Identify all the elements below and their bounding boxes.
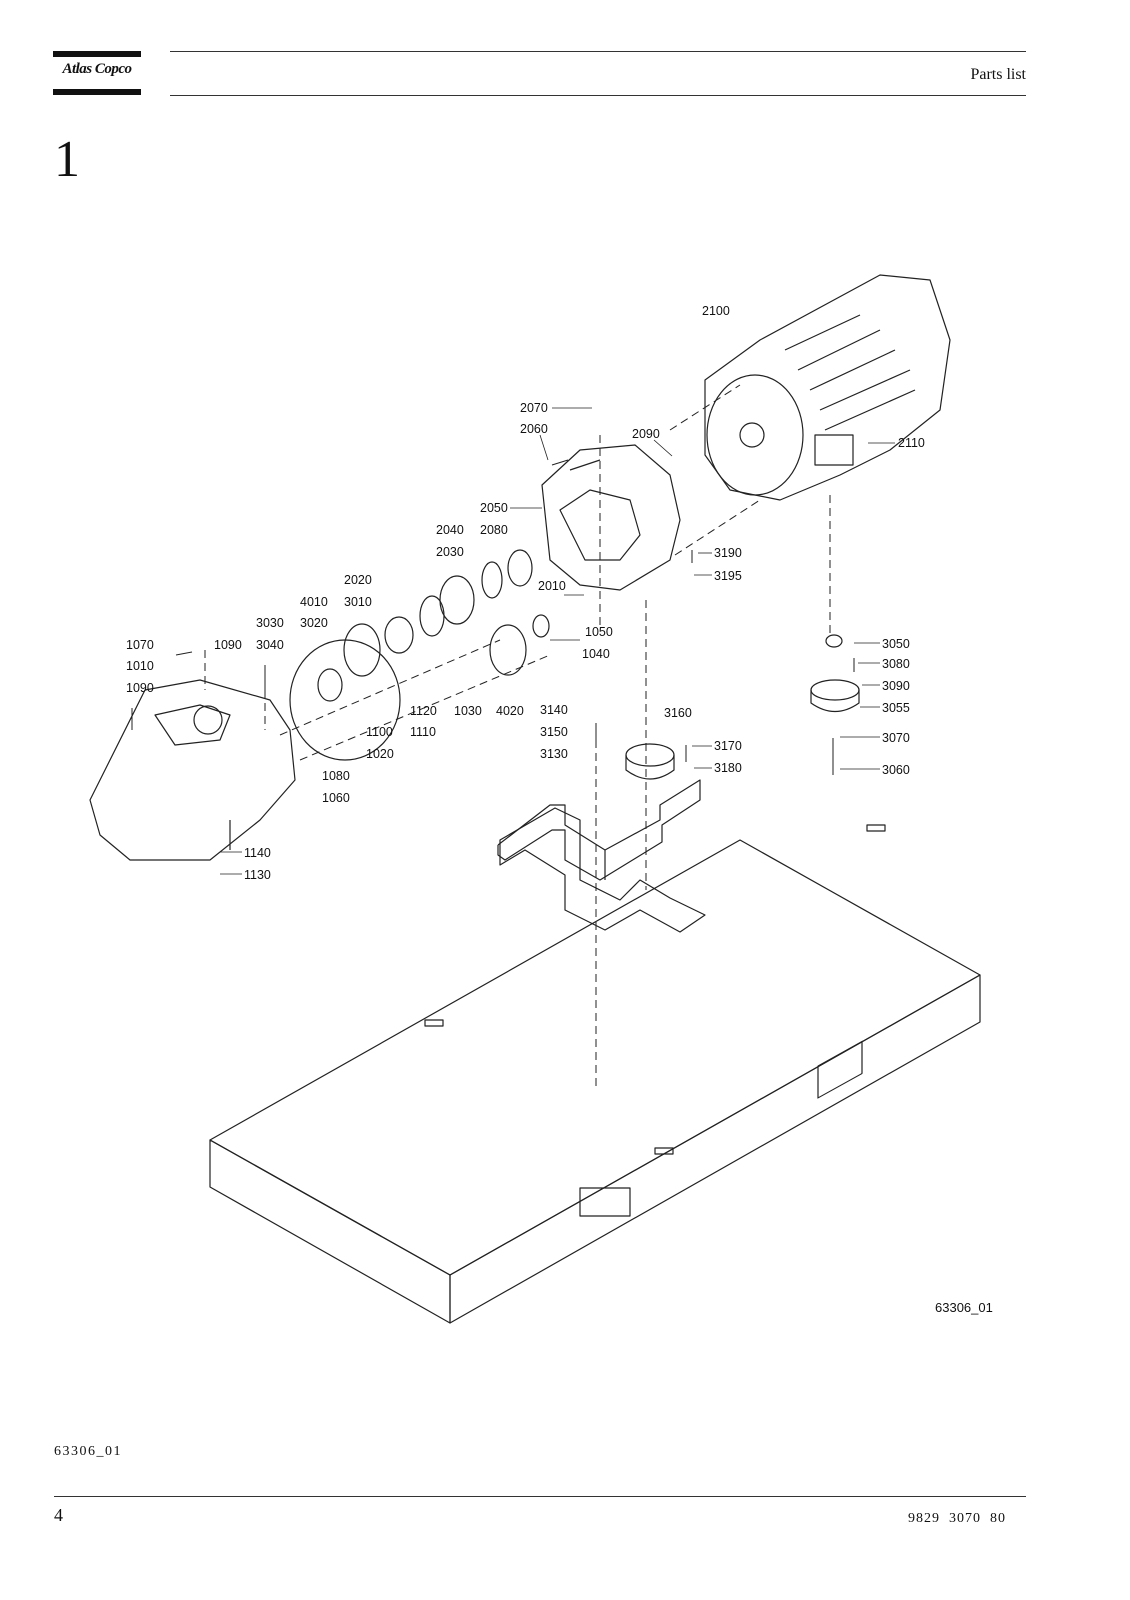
header-rule-bottom bbox=[170, 95, 1026, 96]
logo-text: Atlas Copco bbox=[62, 61, 132, 77]
callout-3050: 3050 bbox=[882, 637, 910, 651]
callout-1020: 1020 bbox=[366, 747, 394, 761]
callout-3020: 3020 bbox=[300, 616, 328, 630]
callout-2100: 2100 bbox=[702, 304, 730, 318]
callout-3170: 3170 bbox=[714, 739, 742, 753]
callout-3140: 3140 bbox=[540, 703, 568, 717]
callout-2030: 2030 bbox=[436, 545, 464, 559]
support-bracket-3130 bbox=[499, 807, 706, 933]
callout-3040: 3040 bbox=[256, 638, 284, 652]
gear-housing-2050 bbox=[541, 444, 681, 591]
bolts bbox=[131, 459, 855, 775]
atlas-copco-logo: Atlas Copco bbox=[53, 51, 141, 95]
callout-2020: 2020 bbox=[344, 573, 372, 587]
footer-rule bbox=[54, 1496, 1026, 1497]
motor-bracket bbox=[497, 779, 701, 881]
callout-2060: 2060 bbox=[520, 422, 548, 436]
callout-1090-left: 1090 bbox=[126, 681, 154, 695]
assembly-lines bbox=[204, 384, 831, 1090]
callout-3130: 3130 bbox=[540, 747, 568, 761]
callout-3010: 3010 bbox=[344, 595, 372, 609]
callout-2050: 2050 bbox=[480, 501, 508, 515]
callout-2010: 2010 bbox=[538, 579, 566, 593]
screw-element bbox=[89, 679, 296, 861]
header-title: Parts list bbox=[970, 66, 1026, 83]
base-frame bbox=[209, 824, 981, 1324]
callout-1120: 1120 bbox=[410, 704, 437, 718]
callout-1100: 1100 bbox=[366, 725, 393, 739]
callout-1010: 1010 bbox=[126, 659, 154, 673]
page-number: 4 bbox=[54, 1505, 63, 1525]
vibration-damper-3055 bbox=[810, 634, 860, 713]
callout-1080: 1080 bbox=[322, 769, 350, 783]
callout-1070: 1070 bbox=[126, 638, 154, 652]
callout-3090: 3090 bbox=[882, 679, 910, 693]
callout-3080: 3080 bbox=[882, 657, 910, 671]
logo-bar-bottom bbox=[53, 89, 141, 95]
callout-2110: 2110 bbox=[898, 436, 925, 450]
vibration-damper-3160 bbox=[625, 743, 675, 780]
callout-3195: 3195 bbox=[714, 569, 742, 583]
figure-code: 63306_01 bbox=[935, 1300, 993, 1315]
callout-1060: 1060 bbox=[322, 791, 350, 805]
section-number: 1 bbox=[54, 131, 80, 188]
callout-1110: 1110 bbox=[410, 725, 436, 739]
callout-2040: 2040 bbox=[436, 523, 464, 537]
callout-3070: 3070 bbox=[882, 731, 910, 745]
header-rule-top bbox=[170, 51, 1026, 52]
callout-3150: 3150 bbox=[540, 725, 568, 739]
callout-1130: 1130 bbox=[244, 868, 271, 882]
callout-2080: 2080 bbox=[480, 523, 508, 537]
callout-1140: 1140 bbox=[244, 846, 271, 860]
callout-1040: 1040 bbox=[582, 647, 610, 661]
callout-4020: 4020 bbox=[496, 704, 524, 718]
figure-caption: 63306_01 bbox=[54, 1444, 122, 1459]
gears-bearings bbox=[289, 549, 550, 761]
callout-1030: 1030 bbox=[454, 704, 482, 718]
callout-4010: 4010 bbox=[300, 595, 328, 609]
callout-2090: 2090 bbox=[632, 427, 660, 441]
callout-3055: 3055 bbox=[882, 701, 910, 715]
electric-motor-2100 bbox=[704, 274, 951, 501]
callout-1050: 1050 bbox=[585, 625, 613, 639]
exploded-parts-diagram: 2100 2110 2070 2060 2090 2050 2040 2080 … bbox=[89, 274, 993, 1324]
callout-3030: 3030 bbox=[256, 616, 284, 630]
callout-1090-top: 1090 bbox=[214, 638, 242, 652]
callout-3160: 3160 bbox=[664, 706, 692, 720]
callout-labels: 2100 2110 2070 2060 2090 2050 2040 2080 … bbox=[126, 304, 925, 882]
callout-2070: 2070 bbox=[520, 401, 548, 415]
leader-lines bbox=[220, 407, 895, 875]
callout-3180: 3180 bbox=[714, 761, 742, 775]
document-number: 9829 3070 80 bbox=[908, 1511, 1006, 1526]
callout-3190: 3190 bbox=[714, 546, 742, 560]
callout-3060: 3060 bbox=[882, 763, 910, 777]
logo-bar-top bbox=[53, 51, 141, 57]
